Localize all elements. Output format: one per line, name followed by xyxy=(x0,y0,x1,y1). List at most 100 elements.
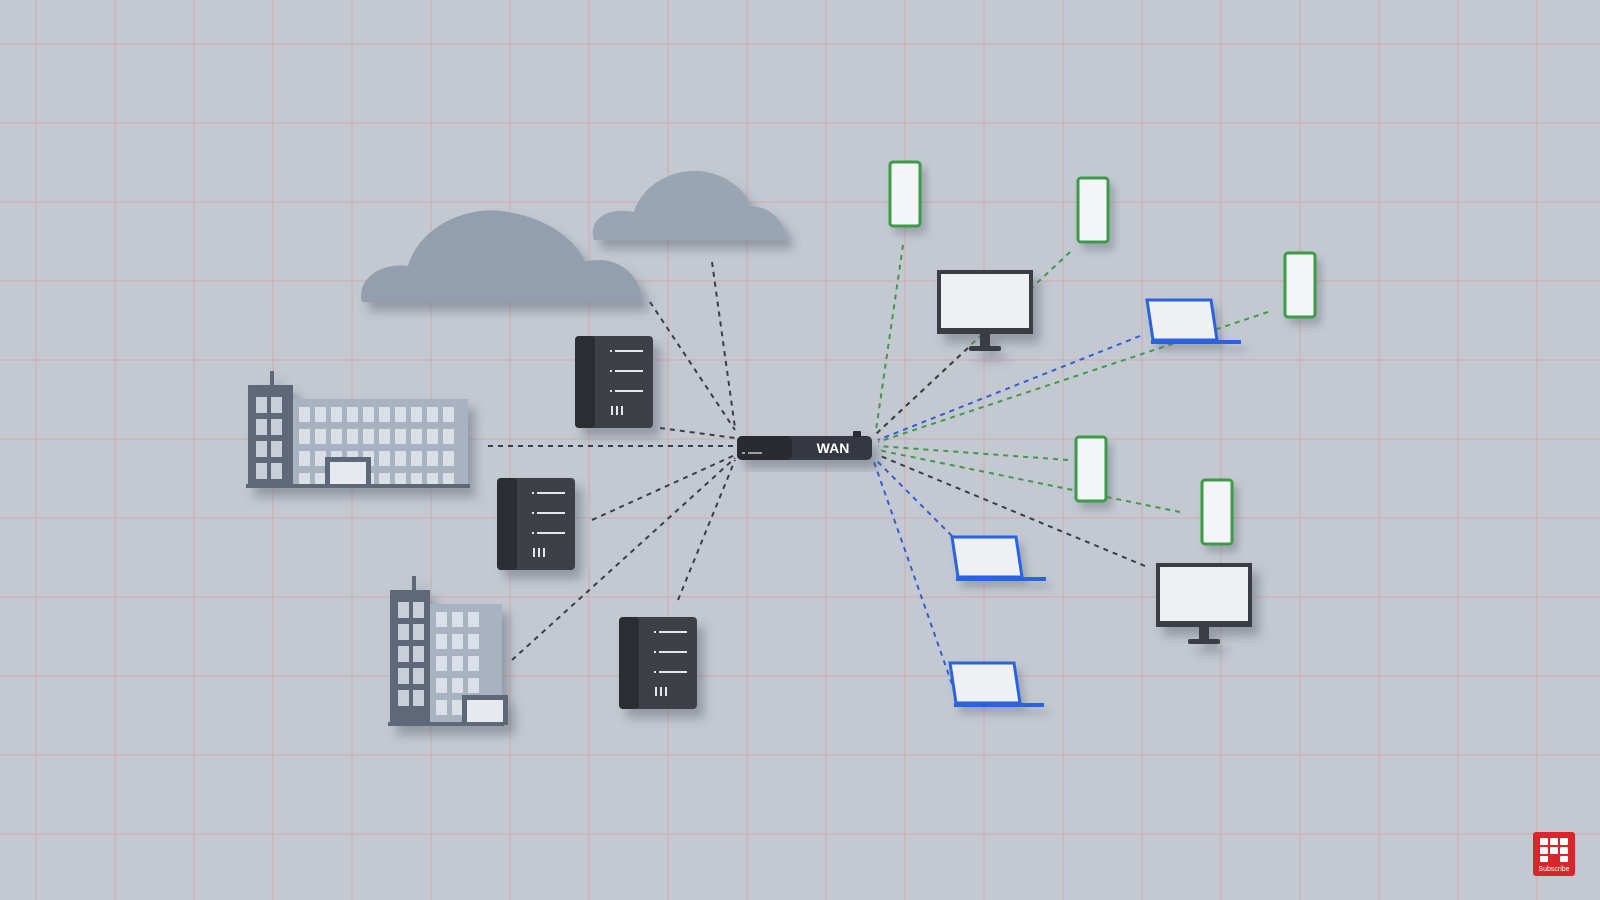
building-window xyxy=(468,634,479,649)
subscribe-badge[interactable]: Subscribe xyxy=(1533,832,1575,876)
monitor-base xyxy=(1188,639,1220,644)
router-label: WAN xyxy=(817,440,850,456)
building-window xyxy=(436,634,447,649)
server-vent xyxy=(616,406,618,415)
building-window xyxy=(379,451,390,466)
link-laptop-2 xyxy=(875,459,953,537)
building-window xyxy=(411,473,422,488)
building-window xyxy=(347,429,358,444)
smartphone-icon xyxy=(1074,435,1108,503)
building-window xyxy=(271,441,282,457)
building-window xyxy=(395,429,406,444)
laptop-base xyxy=(956,577,1046,581)
laptop-icon xyxy=(950,535,1046,581)
building-window xyxy=(398,602,409,618)
building-window xyxy=(395,407,406,422)
building-antenna xyxy=(270,371,274,387)
building-window xyxy=(411,429,422,444)
server-slot xyxy=(615,350,643,352)
building-base xyxy=(246,484,470,488)
server-vent xyxy=(538,548,540,557)
connection-links xyxy=(488,244,1269,685)
smartphone-icon xyxy=(888,160,922,228)
building-window xyxy=(468,678,479,693)
cloud-icon xyxy=(592,170,786,240)
phone-body xyxy=(1074,435,1108,503)
building-window xyxy=(331,429,342,444)
building-window xyxy=(413,668,424,684)
monitor-screen xyxy=(941,274,1029,328)
building-window xyxy=(398,690,409,706)
server-led xyxy=(654,631,656,633)
building-window xyxy=(413,624,424,640)
phone-body xyxy=(888,160,922,228)
building-window xyxy=(413,602,424,618)
building-window xyxy=(395,451,406,466)
server-slot xyxy=(537,512,565,514)
laptop-base xyxy=(954,703,1044,707)
building-window xyxy=(452,678,463,693)
server-side xyxy=(619,617,639,709)
building-window xyxy=(315,451,326,466)
laptop-icon xyxy=(948,661,1044,707)
building-window xyxy=(436,612,447,627)
building-window xyxy=(443,429,454,444)
fortinet-logo-icon xyxy=(1540,838,1568,862)
building-window xyxy=(271,463,282,479)
building-window xyxy=(315,407,326,422)
building-antenna xyxy=(412,576,416,592)
building-window xyxy=(452,700,463,715)
server-rack-icon xyxy=(575,336,653,428)
server-led xyxy=(654,651,656,653)
building-window xyxy=(256,419,267,435)
building-window xyxy=(398,624,409,640)
server-vent xyxy=(533,548,535,557)
server-vent xyxy=(655,687,657,696)
building-window xyxy=(299,451,310,466)
building-window xyxy=(256,441,267,457)
smartphone-icon xyxy=(1283,251,1317,319)
phone-body xyxy=(1076,176,1110,244)
server-led xyxy=(610,370,612,372)
link-laptop-1 xyxy=(877,335,1141,441)
server-side xyxy=(575,336,595,428)
building-window xyxy=(443,451,454,466)
building-window xyxy=(315,429,326,444)
building-window xyxy=(452,656,463,671)
link-server-2 xyxy=(591,454,736,521)
building-window xyxy=(427,429,438,444)
link-building-2 xyxy=(511,457,736,661)
building-tower xyxy=(248,385,293,487)
desktop-monitor-icon xyxy=(937,270,1033,351)
building-window xyxy=(427,407,438,422)
link-phone-4 xyxy=(877,445,1069,461)
server-vent xyxy=(611,406,613,415)
building-window xyxy=(347,407,358,422)
laptop-icon xyxy=(1145,298,1241,344)
building-window xyxy=(271,419,282,435)
building-window xyxy=(411,451,422,466)
link-phone-5 xyxy=(877,449,1181,513)
building-window xyxy=(379,407,390,422)
link-phone-3 xyxy=(877,311,1269,443)
building-door xyxy=(467,700,503,725)
server-led xyxy=(532,512,534,514)
building-base xyxy=(388,722,504,726)
link-phone-2 xyxy=(877,251,1071,433)
building-window xyxy=(299,407,310,422)
server-slot xyxy=(537,492,565,494)
smartphone-icon xyxy=(1076,176,1110,244)
laptop-screen xyxy=(950,535,1024,579)
laptop-base xyxy=(1151,340,1241,344)
desktop-monitor-icon xyxy=(1156,563,1252,644)
monitor-stand xyxy=(1199,627,1209,642)
server-led xyxy=(532,492,534,494)
cloud-icon xyxy=(361,210,642,302)
server-led xyxy=(654,671,656,673)
building-window xyxy=(443,473,454,488)
server-slot xyxy=(659,651,687,653)
link-server-1 xyxy=(659,427,736,439)
building-window xyxy=(427,451,438,466)
office-building-icon xyxy=(388,576,508,726)
